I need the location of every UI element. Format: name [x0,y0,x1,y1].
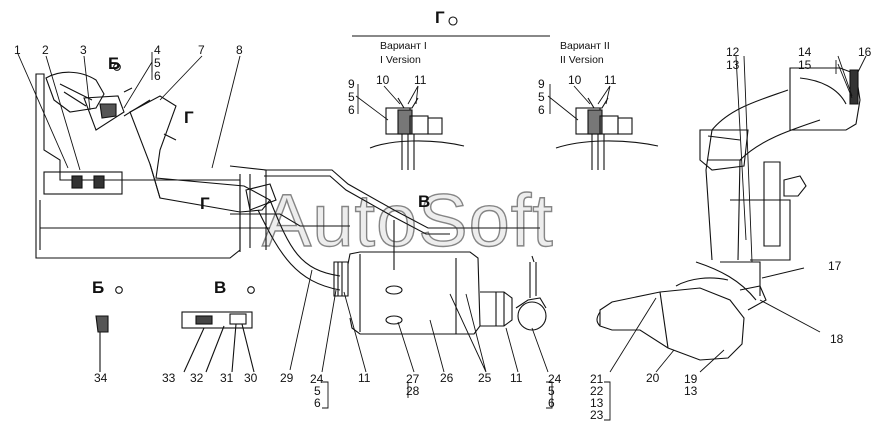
callout-19: 19 [684,372,698,386]
view-v-detail [181,311,255,373]
callout-24-left: 24 [310,372,324,386]
variant-2-en: II Version [560,54,604,66]
callout-30: 30 [244,371,258,385]
callout-31: 31 [220,371,234,385]
callout-5: 5 [154,56,161,70]
callout-8: 8 [236,43,243,57]
callout-32: 32 [190,371,204,385]
view-b-detail [95,315,109,372]
callout-29: 29 [280,371,294,385]
section-b-marker-icon [113,63,121,71]
callout-15: 15 [798,58,812,72]
leader-lines [17,52,867,373]
callout-13-bottom-left: 13 [590,396,604,410]
callout-27: 27 [406,372,420,386]
section-b-label: Б [108,54,121,73]
callout-18: 18 [830,332,844,346]
variant-1-ru: Вариант I [380,40,427,52]
callout-26: 26 [440,371,454,385]
callout-7: 7 [198,43,205,57]
bracket-lines [151,60,837,421]
section-g-marker-icon [448,16,458,26]
callout-20: 20 [646,371,660,385]
section-g-title: Г [435,8,445,27]
callout-23: 23 [590,408,604,422]
callout-5-left: 5 [314,384,321,398]
callout-16: 16 [858,45,872,59]
callout-34: 34 [94,371,108,385]
callout-21: 21 [590,372,604,386]
detail-g-variant-1 [352,35,550,170]
callout-6-left: 6 [314,396,321,410]
callout-24-right: 24 [548,372,562,386]
callout-2: 2 [42,43,49,57]
callout-33: 33 [162,371,176,385]
callout-14: 14 [798,45,812,59]
view-v-title: В [214,278,227,297]
callout-9-v2: 9 [538,77,545,91]
callout-5-v1: 5 [348,90,355,104]
callout-4: 4 [154,43,161,57]
callout-5-v2: 5 [538,90,545,104]
callout-11-v1: 11 [414,73,427,87]
callout-6-v2: 6 [538,103,545,117]
muffler [333,220,547,335]
callout-11-v2: 11 [604,73,617,87]
callout-1: 1 [14,43,21,57]
callout-3: 3 [80,43,87,57]
callout-6-v1: 6 [348,103,355,117]
callout-22: 22 [590,384,604,398]
section-v-label: В [418,192,431,211]
callout-10-v1: 10 [376,73,390,87]
section-g-label-upper: Г [184,108,194,127]
callout-10-v2: 10 [568,73,582,87]
detail-g-variant-2 [555,97,659,170]
section-b-view-marker-icon [115,286,123,294]
engine-assembly [35,71,540,291]
callout-13-bottom-right: 13 [684,384,698,398]
variant-1-en: I Version [380,54,421,66]
callout-11-left: 11 [358,371,371,385]
callout-12: 12 [726,45,740,59]
callout-6: 6 [154,69,161,83]
section-v-view-marker-icon [247,286,255,294]
callout-25: 25 [478,371,492,385]
callout-11-right: 11 [510,371,523,385]
view-b-title: Б [92,278,105,297]
callout-6-right: 6 [548,396,555,410]
callout-5-right: 5 [548,384,555,398]
variant-2-ru: Вариант II [560,40,610,52]
callout-13-top: 13 [726,58,740,72]
callout-17: 17 [828,259,842,273]
callout-28: 28 [406,384,420,398]
watermark: AutoSoft [261,178,554,262]
section-g-label-lower: Г [200,194,210,213]
right-exhaust-pipe [596,67,861,361]
callout-9-v1: 9 [348,77,355,91]
